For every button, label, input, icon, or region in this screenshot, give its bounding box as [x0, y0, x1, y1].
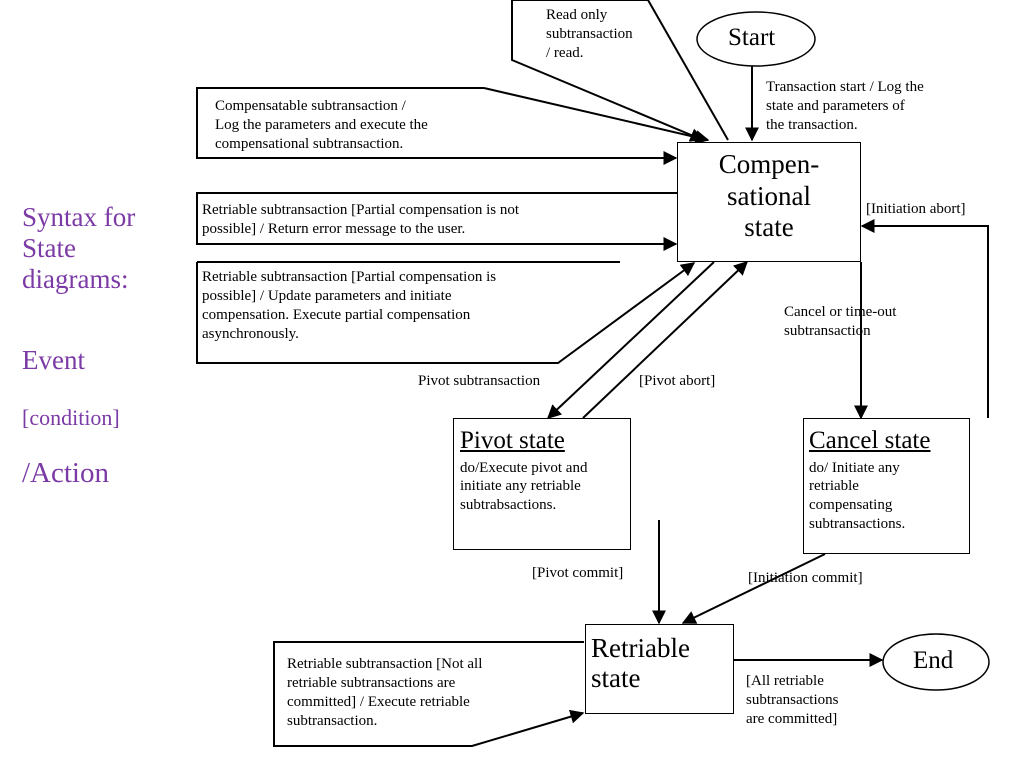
start-terminal-shape: [696, 11, 816, 67]
retriable-state: Retriable state: [585, 624, 734, 714]
cancel-timeout-label: Cancel or time-out subtransaction: [784, 304, 897, 340]
retriable-not-possible-bracket: [196, 192, 678, 251]
pivot-abort-label: [Pivot abort]: [639, 373, 716, 389]
syntax-action: /Action: [22, 457, 109, 489]
syntax-title: Syntax for State diagrams:: [22, 202, 136, 295]
syntax-event: Event: [22, 345, 85, 375]
compensatable-bracket: [196, 87, 678, 165]
retriable-not-all-label: Retriable subtransaction [Not all retria…: [287, 656, 483, 730]
retriable-possible-label: Retriable subtransaction [Partial compen…: [202, 269, 497, 343]
pivot-state-body: do/Execute pivot and initiate any retria…: [460, 459, 588, 514]
retriable-possible-bracket: [196, 262, 696, 364]
compensatable-label: Compensatable subtransaction / Log the p…: [215, 98, 428, 153]
start-terminal: Start: [728, 24, 776, 51]
pivot-commit-label: [Pivot commit]: [532, 565, 624, 581]
compensational-state-title: Compen- sational state: [718, 149, 820, 243]
end-terminal-shape: [882, 633, 990, 691]
initiation-abort-arrow: [860, 219, 989, 418]
read-only-arrow: [511, 0, 705, 142]
cancel-state-body: do/ Initiate any retriable compensating …: [809, 459, 906, 532]
retriable-loop-bracket: [273, 641, 585, 747]
initiation-commit-label: [Initiation commit]: [748, 570, 863, 586]
retriable-state-title: Retriable state: [591, 633, 690, 694]
pivot-state-title: Pivot state: [460, 427, 565, 454]
read-only-label: Read only subtransaction / read.: [546, 7, 633, 62]
cancel-state-title: Cancel state: [809, 427, 931, 454]
cancel-state: Cancel state do/ Initiate any retriable …: [803, 418, 970, 554]
compensatable-connector: [483, 87, 710, 144]
pivot-subtransaction-label: Pivot subtransaction: [418, 373, 541, 389]
pivot-state: Pivot state do/Execute pivot and initiat…: [453, 418, 631, 550]
initiation-commit-arrow: [681, 553, 826, 624]
read-only-connector: [647, 0, 729, 141]
pivot-abort-arrow: [582, 261, 749, 419]
retriable-not-possible-label: Retriable subtransaction [Partial compen…: [202, 202, 520, 238]
syntax-condition: [condition]: [22, 405, 120, 430]
initiation-abort-label: [Initiation abort]: [866, 201, 966, 217]
transaction-start-label: Transaction start / Log the state and pa…: [766, 79, 924, 134]
pivot-subtransaction-arrow: [546, 261, 715, 419]
all-committed-label: [All retriable subtransactions are commi…: [746, 673, 839, 728]
end-terminal: End: [913, 647, 954, 674]
compensational-state: Compen- sational state: [677, 142, 861, 262]
